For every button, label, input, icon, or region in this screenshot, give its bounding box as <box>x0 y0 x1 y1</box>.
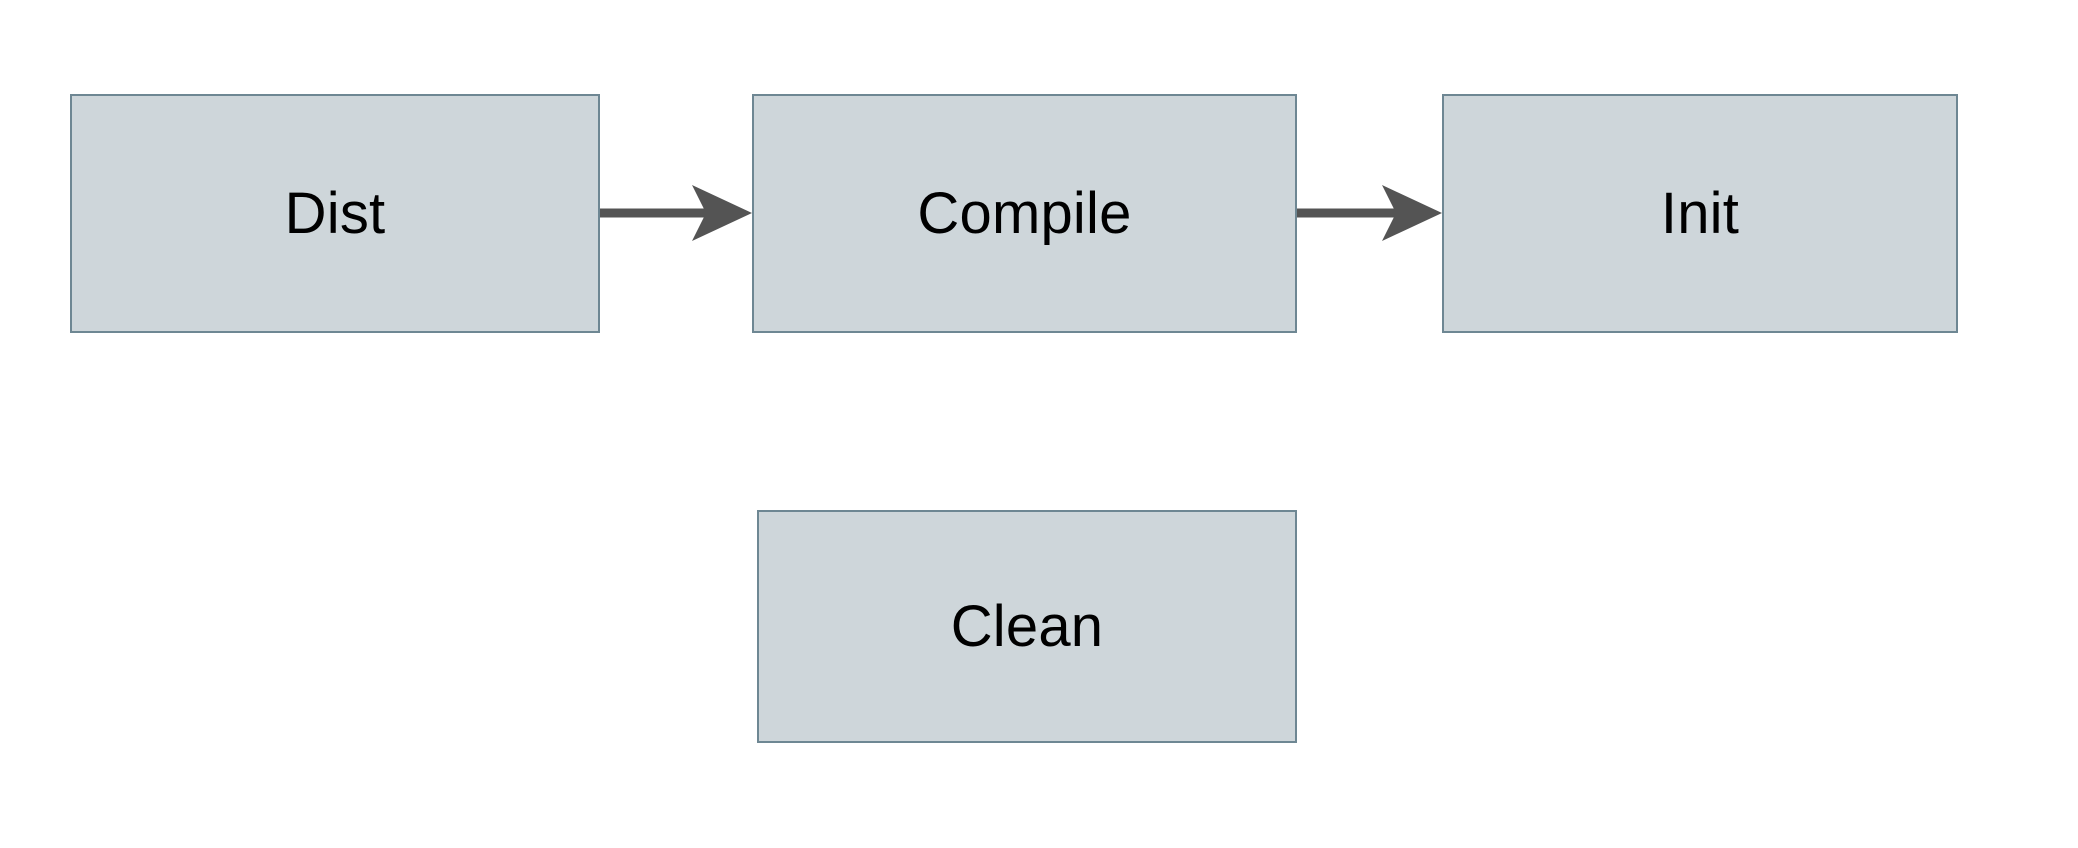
edge-compile-to-init[interactable] <box>1297 185 1442 241</box>
node-label-dist: Dist <box>284 180 386 246</box>
node-init[interactable]: Init <box>1442 94 1958 333</box>
node-compile[interactable]: Compile <box>752 94 1297 333</box>
node-clean[interactable]: Clean <box>757 510 1297 743</box>
arrowhead-compile-to-init <box>1382 185 1442 241</box>
edge-dist-to-compile[interactable] <box>600 185 752 241</box>
node-dist[interactable]: Dist <box>70 94 600 333</box>
node-label-clean: Clean <box>950 593 1104 659</box>
node-label-init: Init <box>1660 180 1740 246</box>
arrowhead-dist-to-compile <box>692 185 752 241</box>
node-label-compile: Compile <box>917 180 1132 246</box>
